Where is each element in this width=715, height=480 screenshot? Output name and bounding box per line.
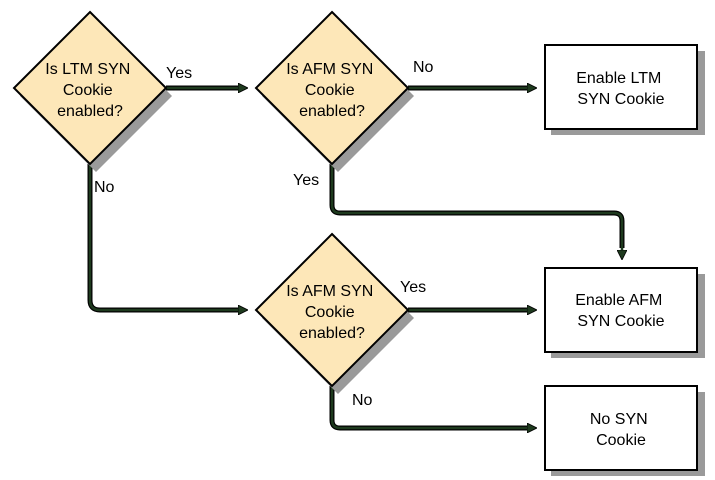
edge-label-afm-top-no: No <box>413 59 434 76</box>
node-line: Enable AFM <box>575 292 662 309</box>
svg-text:Is AFM SYN Cookie: Is AFM SYN Cookie enabled? <box>286 283 378 342</box>
node-line: SYN Cookie <box>577 91 664 108</box>
svg-text:No SYN Cookie: No SYN Cookie <box>590 411 652 449</box>
edge-label-ltm-no: No <box>94 179 115 196</box>
node-line: Is LTM SYN <box>45 61 130 78</box>
node-line: Is AFM SYN <box>286 61 373 78</box>
decision-afm-syn-cookie-bottom: Is AFM SYN Cookie enabled? <box>254 232 414 394</box>
decision-afm-syn-cookie-top: Is AFM SYN Cookie enabled? <box>254 10 414 172</box>
edge-label-afm-top-yes: Yes <box>293 172 319 189</box>
node-line: enabled? <box>299 103 365 120</box>
action-enable-ltm-syn-cookie: Enable LTM SYN Cookie <box>544 44 705 135</box>
action-no-syn-cookie: No SYN Cookie <box>544 385 705 476</box>
node-line: Cookie <box>305 304 355 321</box>
svg-text:Is AFM SYN Cookie: Is AFM SYN Cookie enabled? <box>286 61 378 120</box>
svg-text:Enable LTM SYN Cookie: Enable LTM SYN Cookie <box>576 70 666 108</box>
node-line: Cookie <box>305 82 355 99</box>
node-line: Cookie <box>63 82 113 99</box>
node-line: Is AFM SYN <box>286 283 373 300</box>
edge-label-afm-bottom-yes: Yes <box>400 279 426 296</box>
edge-afm-bottom-no <box>329 386 535 428</box>
edge-label-ltm-yes: Yes <box>166 65 192 82</box>
edge-ltm-no <box>87 164 246 310</box>
edge-label-afm-bottom-no: No <box>352 392 373 409</box>
edge-afm-top-yes <box>329 164 622 258</box>
node-line: No SYN <box>590 411 648 428</box>
svg-text:Is LTM SYN Cookie: Is LTM SYN Cookie enabled? <box>45 61 135 120</box>
action-enable-afm-syn-cookie: Enable AFM SYN Cookie <box>544 267 705 358</box>
node-line: enabled? <box>299 325 365 342</box>
node-line: enabled? <box>57 103 123 120</box>
svg-text:Enable AFM SYN Cookie: Enable AFM SYN Cookie <box>575 292 667 330</box>
node-line: Cookie <box>596 432 646 449</box>
node-line: Enable LTM <box>576 70 661 87</box>
decision-ltm-syn-cookie: Is LTM SYN Cookie enabled? <box>12 10 172 172</box>
node-line: SYN Cookie <box>577 313 664 330</box>
